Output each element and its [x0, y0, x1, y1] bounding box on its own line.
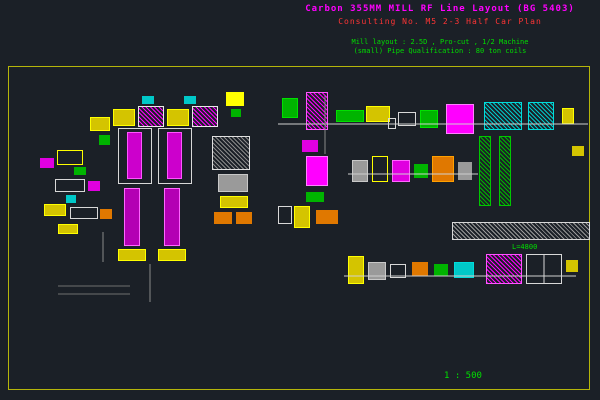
equipment-block	[40, 158, 54, 168]
equipment-block	[528, 102, 554, 130]
equipment-block	[390, 264, 406, 278]
equipment-block	[420, 110, 438, 128]
equipment-block	[526, 254, 562, 284]
equipment-block	[118, 249, 146, 261]
equipment-block	[306, 92, 328, 130]
equipment-block	[336, 110, 364, 122]
equipment-block	[562, 108, 574, 124]
drawing-subtitle: Consulting No. M5 2-3 Half Car Plan	[338, 17, 542, 26]
drawing-note-2: (small) Pipe Qualification : 80 ton coil…	[353, 47, 527, 55]
annotation-label: 1 : 500	[444, 371, 482, 381]
equipment-block	[306, 192, 324, 202]
equipment-block	[348, 256, 364, 284]
equipment-block	[446, 104, 474, 134]
equipment-block	[220, 196, 248, 208]
equipment-block	[392, 160, 410, 182]
equipment-block	[158, 128, 192, 184]
equipment-block	[566, 260, 578, 272]
equipment-block	[454, 262, 474, 278]
equipment-block	[138, 106, 164, 127]
equipment-block	[572, 146, 584, 156]
equipment-block	[192, 106, 218, 127]
equipment-block	[294, 206, 310, 228]
equipment-block	[57, 150, 83, 165]
equipment-block	[306, 156, 328, 186]
equipment-block	[164, 188, 180, 246]
equipment-block	[44, 204, 66, 216]
equipment-block	[231, 109, 241, 117]
equipment-block	[414, 164, 428, 178]
equipment-block	[452, 222, 590, 240]
drawing-note-1: Mill layout : 2.5D , Pro-cut , 1/2 Machi…	[351, 38, 529, 46]
equipment-block	[302, 140, 318, 152]
equipment-block	[70, 207, 98, 219]
equipment-block	[398, 112, 416, 126]
equipment-block	[479, 136, 491, 206]
drawing-title: Carbon 355MM MILL RF Line Layout (BG 540…	[305, 4, 575, 14]
equipment-block	[66, 195, 76, 203]
equipment-block	[486, 254, 522, 284]
equipment-block	[214, 212, 232, 224]
equipment-block	[113, 109, 135, 126]
equipment-block	[366, 106, 390, 122]
equipment-block	[316, 210, 338, 224]
equipment-block	[432, 156, 454, 182]
equipment-block	[88, 181, 100, 191]
equipment-block	[118, 128, 152, 184]
equipment-block	[212, 136, 250, 170]
equipment-block	[412, 262, 428, 276]
equipment-block	[278, 206, 292, 224]
equipment-block	[99, 135, 110, 145]
equipment-block	[184, 96, 196, 104]
equipment-block	[368, 262, 386, 280]
equipment-block	[74, 167, 86, 175]
equipment-block	[167, 132, 182, 179]
equipment-block	[236, 212, 252, 224]
equipment-block	[282, 98, 298, 118]
equipment-block	[484, 102, 522, 130]
equipment-block	[55, 179, 85, 192]
equipment-block	[434, 264, 448, 276]
equipment-block	[100, 209, 112, 219]
equipment-block	[388, 118, 396, 129]
equipment-block	[158, 249, 186, 261]
equipment-block	[226, 92, 244, 106]
equipment-block	[127, 132, 142, 179]
equipment-block	[90, 117, 110, 131]
equipment-block	[352, 160, 368, 182]
equipment-block	[458, 162, 472, 180]
equipment-block	[142, 96, 154, 104]
equipment-block	[218, 174, 248, 192]
annotation-label: L=4800	[512, 243, 538, 251]
equipment-block	[372, 156, 388, 182]
equipment-block	[124, 188, 140, 246]
equipment-block	[58, 224, 78, 234]
equipment-block	[499, 136, 511, 206]
equipment-block	[167, 109, 189, 126]
